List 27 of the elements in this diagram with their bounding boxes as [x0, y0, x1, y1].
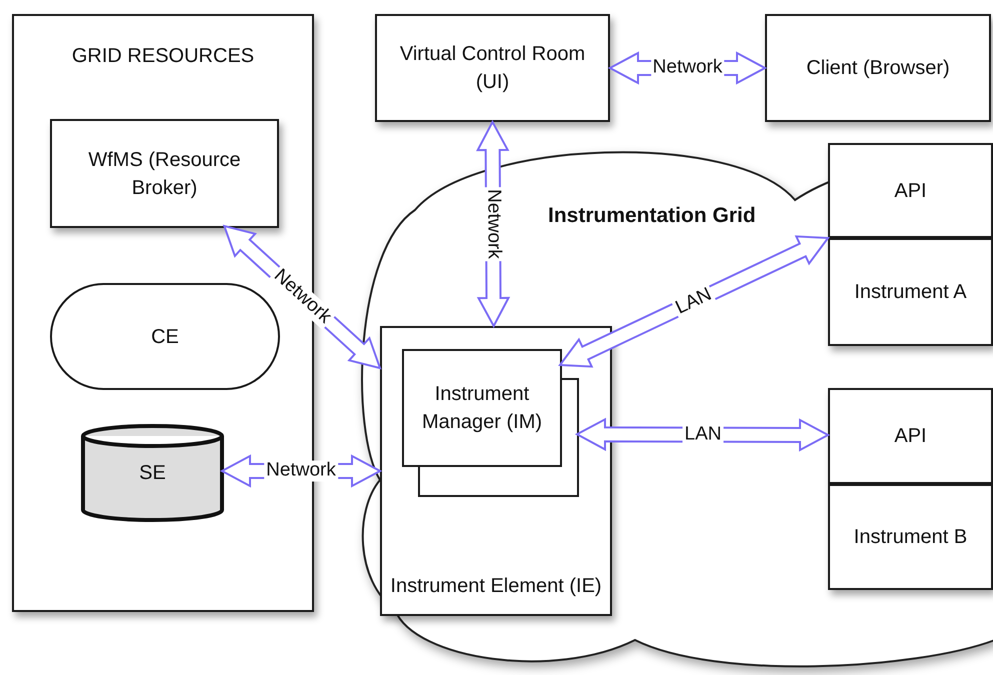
process-box	[380, 326, 612, 616]
box-label: SE	[139, 461, 166, 486]
box-label: Client (Browser)	[806, 56, 950, 81]
edge-label: LAN	[682, 424, 724, 446]
panel-heading: GRID RESOURCES	[72, 44, 254, 69]
box-label: API	[894, 424, 927, 449]
box-label: Instrument B	[854, 525, 968, 550]
process-box	[828, 143, 993, 238]
edge-label: Network	[482, 187, 504, 261]
process-box	[765, 14, 991, 122]
process-box	[375, 14, 610, 122]
box-label: Virtual Control Room (UI)	[398, 42, 586, 95]
box-label: CE	[151, 324, 179, 350]
edge-label: Network	[264, 460, 338, 482]
edge-label: Network	[650, 58, 724, 78]
box-label: API	[894, 178, 927, 204]
stacked-boxes	[402, 349, 579, 497]
box-label: Instrument A	[854, 280, 967, 305]
storage-cylinder	[81, 424, 224, 522]
box-label: Instrument Element (IE)	[390, 574, 602, 599]
box-label: WfMS (Resource Broker)	[87, 148, 242, 200]
process-box	[828, 238, 993, 346]
process-box	[50, 119, 279, 228]
cloud-title: Instrumentation Grid	[548, 204, 756, 228]
process-box	[828, 388, 993, 484]
box-label: Instrument Manager (IM)	[420, 382, 544, 435]
process-box	[828, 484, 993, 590]
